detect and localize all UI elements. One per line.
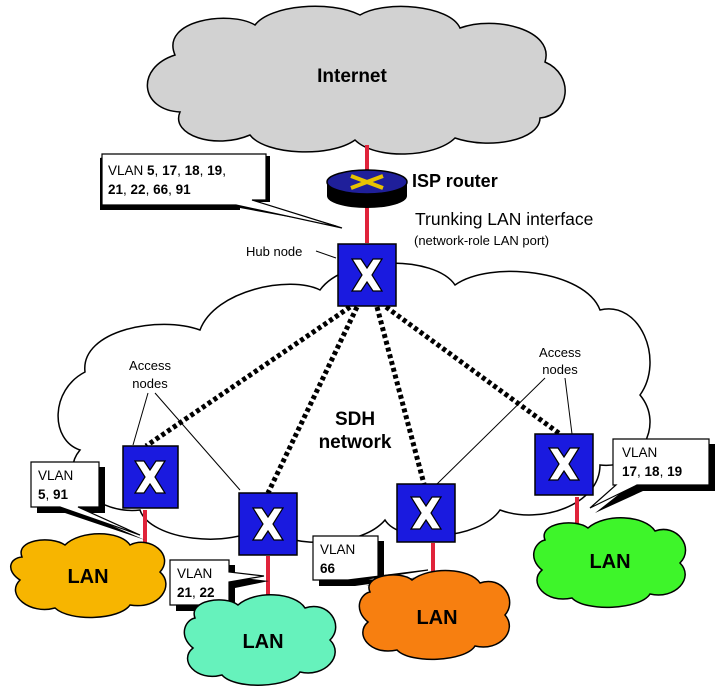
sdh-label-line2: network [319, 432, 392, 453]
vlan-callout-c: VLAN 66 [312, 535, 433, 586]
trunk-interface-subtitle: (network-role LAN port) [414, 233, 549, 248]
sdh-network-cloud [57, 262, 651, 544]
access-nodes-right-line2: nodes [542, 362, 578, 377]
lan-d-label: LAN [589, 551, 630, 573]
access-nodes-left-line2: nodes [132, 376, 168, 391]
internet-label: Internet [317, 66, 387, 87]
vlan-callout-b-prefix: VLAN [177, 566, 212, 581]
access-node-b[interactable] [238, 492, 298, 556]
lan-cloud-a[interactable] [10, 533, 167, 619]
lan-cloud-c[interactable] [358, 569, 511, 660]
isp-router-label: ISP router [412, 171, 498, 191]
vlan-callout-a-values: 5, 91 [38, 487, 69, 502]
access-node-d[interactable] [534, 433, 594, 496]
hub-node-label: Hub node [246, 244, 302, 259]
isp-router-icon[interactable] [326, 169, 408, 208]
sdh-label-line1: SDH [335, 409, 375, 430]
vlan-callout-d: VLAN 17, 18, 19 [589, 438, 715, 513]
vlan-callout-b-values: 21, 22 [177, 585, 215, 600]
lan-cloud-d[interactable] [532, 517, 687, 608]
lan-a-label: LAN [67, 566, 108, 588]
lan-c-label: LAN [416, 607, 457, 629]
internet-cloud [146, 5, 566, 155]
sdh-trunk-links [144, 304, 562, 495]
vlan-callout-d-values: 17, 18, 19 [622, 464, 682, 479]
vlan-callout-top-line1: VLAN 5, 17, 18, 19, [108, 163, 226, 178]
vlan-callout-a-prefix: VLAN [38, 468, 73, 483]
vlan-callout-c-prefix: VLAN [320, 542, 355, 557]
trunk-interface-title: Trunking LAN interface [415, 209, 593, 229]
vlan-callout-b: VLAN 21, 22 [169, 559, 269, 611]
hub-node-switch[interactable] [337, 243, 397, 307]
lan-cloud-b[interactable] [183, 594, 337, 686]
access-node-a[interactable] [122, 445, 179, 509]
vlan-callout-d-prefix: VLAN [622, 445, 657, 460]
access-node-c[interactable] [396, 483, 456, 543]
access-nodes-left-line1: Access [129, 358, 171, 373]
lan-b-label: LAN [242, 631, 283, 653]
vlan-callout-c-values: 66 [320, 561, 336, 576]
vlan-callout-top-line2: 21, 22, 66, 91 [108, 182, 191, 197]
red-links [143, 145, 579, 598]
vlan-callout-a: VLAN 5, 91 [30, 461, 145, 540]
access-nodes-right-line1: Access [539, 345, 581, 360]
vlan-callout-top: VLAN 5, 17, 18, 19, 21, 22, 66, 91 [100, 153, 343, 229]
